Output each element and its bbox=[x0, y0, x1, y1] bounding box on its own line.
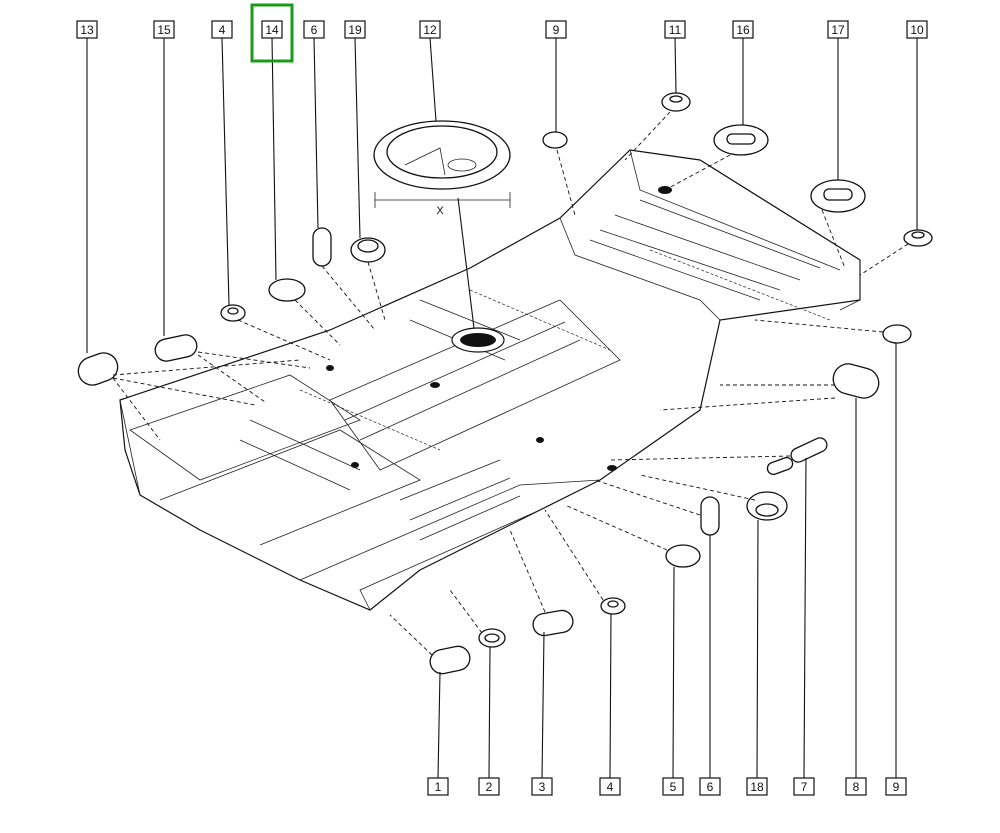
svg-text:13: 13 bbox=[80, 23, 94, 37]
svg-text:12: 12 bbox=[423, 23, 437, 37]
plug-6-top bbox=[312, 227, 332, 267]
svg-text:9: 9 bbox=[893, 780, 900, 794]
highlight-frame bbox=[250, 3, 294, 63]
callout-12[interactable]: 12 bbox=[419, 20, 441, 39]
dimension-label: X bbox=[436, 205, 444, 217]
svg-text:7: 7 bbox=[801, 780, 808, 794]
callout-2[interactable]: 2 bbox=[478, 777, 500, 796]
callout-4-bottom[interactable]: 4 bbox=[599, 777, 621, 796]
vehicle-floor-panel bbox=[119, 149, 861, 611]
loose-parts bbox=[77, 92, 933, 675]
svg-text:4: 4 bbox=[607, 780, 614, 794]
callout-17[interactable]: 17 bbox=[827, 20, 849, 39]
callout-15[interactable]: 15 bbox=[153, 20, 175, 39]
plug-8 bbox=[832, 363, 880, 399]
plug-3 bbox=[532, 609, 574, 637]
plug-1 bbox=[429, 645, 471, 675]
svg-text:3: 3 bbox=[539, 780, 546, 794]
plug-9-top bbox=[542, 131, 568, 149]
svg-text:15: 15 bbox=[157, 23, 171, 37]
plug-14 bbox=[268, 278, 306, 302]
callout-19[interactable]: 19 bbox=[344, 20, 366, 39]
callout-4-top[interactable]: 4 bbox=[211, 20, 233, 39]
svg-text:18: 18 bbox=[750, 780, 764, 794]
svg-text:10: 10 bbox=[910, 23, 924, 37]
callout-3[interactable]: 3 bbox=[531, 777, 553, 796]
callout-10[interactable]: 10 bbox=[906, 20, 928, 39]
plug-6-bottom bbox=[700, 496, 720, 536]
detail-plug-12: X bbox=[373, 120, 511, 329]
callout-14[interactable]: 14 bbox=[250, 3, 294, 63]
callout-13[interactable]: 13 bbox=[76, 20, 98, 39]
callout-leaders bbox=[86, 37, 918, 779]
callout-5[interactable]: 5 bbox=[662, 777, 684, 796]
plug-13 bbox=[77, 352, 119, 386]
plug-5 bbox=[665, 544, 701, 568]
placement-lines bbox=[112, 111, 909, 656]
callouts-top: 13 15 4 14 6 19 12 9 bbox=[76, 3, 928, 63]
callout-11[interactable]: 11 bbox=[664, 20, 686, 39]
plug-9-right bbox=[882, 324, 912, 344]
svg-text:11: 11 bbox=[669, 23, 682, 37]
callout-16[interactable]: 16 bbox=[732, 20, 754, 39]
svg-text:2: 2 bbox=[486, 780, 493, 794]
callout-8[interactable]: 8 bbox=[845, 777, 867, 796]
svg-text:4: 4 bbox=[219, 23, 226, 37]
callout-6-top[interactable]: 6 bbox=[303, 20, 325, 39]
callout-1[interactable]: 1 bbox=[427, 777, 449, 796]
svg-text:6: 6 bbox=[311, 23, 318, 37]
svg-text:17: 17 bbox=[831, 23, 845, 37]
plug-15 bbox=[154, 334, 198, 362]
svg-text:5: 5 bbox=[670, 780, 677, 794]
callout-18[interactable]: 18 bbox=[746, 777, 768, 796]
svg-text:8: 8 bbox=[853, 780, 860, 794]
callout-6-bottom[interactable]: 6 bbox=[699, 777, 721, 796]
svg-text:19: 19 bbox=[348, 23, 362, 37]
callout-9-top[interactable]: 9 bbox=[545, 20, 567, 39]
callouts-bottom: 1 2 3 4 5 6 18 7 bbox=[427, 777, 907, 796]
svg-text:1: 1 bbox=[435, 780, 442, 794]
svg-text:6: 6 bbox=[707, 780, 714, 794]
svg-text:14: 14 bbox=[265, 23, 279, 37]
callout-9-bottom[interactable]: 9 bbox=[885, 777, 907, 796]
callout-7[interactable]: 7 bbox=[793, 777, 815, 796]
plug-7 bbox=[790, 437, 828, 463]
svg-text:16: 16 bbox=[736, 23, 750, 37]
svg-text:9: 9 bbox=[553, 23, 560, 37]
